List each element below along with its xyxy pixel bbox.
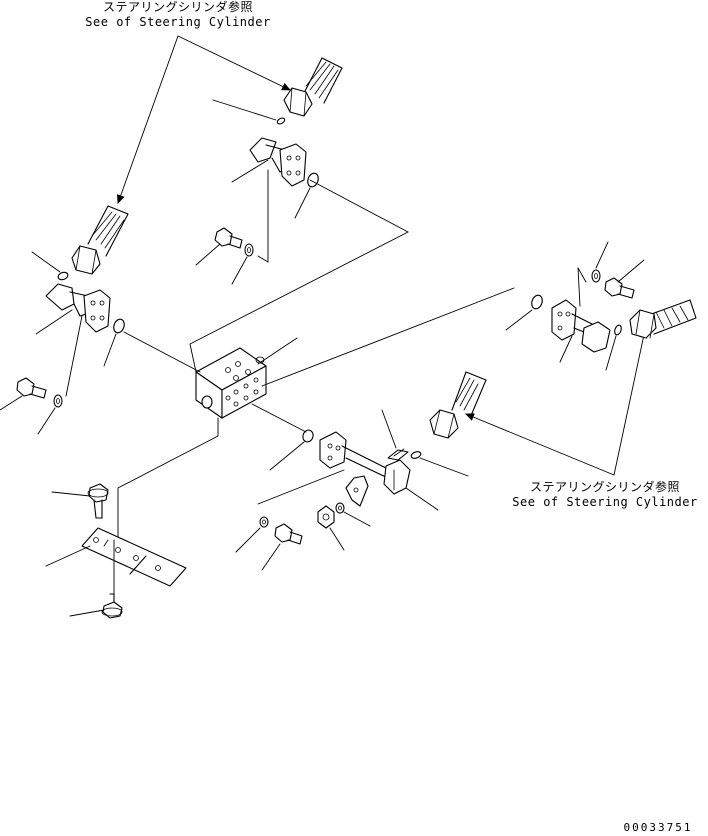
washer-bottom-right-icon [335,502,371,527]
drawing-number: 00033751 [623,821,693,834]
bolt-right-icon [604,259,645,299]
bolt-top-icon [195,227,243,266]
hose-bottom-icon [429,371,487,439]
leader-line [261,287,515,387]
leader-line [257,469,345,505]
nut-bottom-icon [317,505,345,551]
leader-line [577,267,581,307]
o-ring-top-icon [212,99,286,125]
o-ring-right-icon [505,294,543,331]
callout-right-label: ステアリングシリンダ参照 See of Steering Cylinder [500,480,708,510]
callout-right-line1: ステアリングシリンダ参照 [529,480,680,494]
leader-line [257,255,269,263]
left-hose-icon [71,205,129,275]
leader-line [117,417,219,541]
top-hose-icon [283,57,343,117]
callout-top-line2: See of Steering Cylinder [85,15,271,29]
bracket-plate-icon [45,527,187,601]
bolt-bottom-icon [261,523,303,571]
leader-line [189,231,409,373]
valve-block-icon [195,337,298,419]
washer-right-icon [591,241,609,283]
callout-arrows-top [116,35,291,204]
bolt-bracket-bottom-icon [69,593,123,619]
o-ring-flange-top-icon [294,172,319,219]
right-flange-elbow-icon [551,299,611,363]
left-elbow-flange-icon [35,283,111,335]
washer-bottom-left-icon [235,516,269,553]
o-ring-hose-bottom-icon [410,451,469,477]
leader-line [123,331,201,373]
right-hose-icon [629,299,697,339]
leader-line [309,179,409,233]
bolt-left-icon [0,377,47,411]
leader-line [65,315,83,397]
bottom-tube-icon [319,431,411,495]
callout-right-line2: See of Steering Cylinder [512,495,698,509]
o-ring-right-small-icon [605,324,622,371]
o-ring-flange-left-icon [103,318,125,367]
o-ring-left-icon [31,251,69,281]
bolt-small-bottom-icon [381,409,409,461]
leader-line [577,267,587,283]
washer-left-icon [37,394,63,435]
clamp-bottom-icon [345,475,439,511]
callout-top-line1: ステアリングシリンダ参照 [102,0,253,14]
callout-top-label: ステアリングシリンダ参照 See of Steering Cylinder [70,0,286,30]
leader-line [251,403,307,433]
washer-top-icon [231,243,254,285]
callout-arrows-right [465,329,648,476]
o-ring-bottom-icon [269,429,314,471]
bolt-bracket-top-icon [51,483,109,519]
top-elbow-flange-icon [231,137,307,187]
